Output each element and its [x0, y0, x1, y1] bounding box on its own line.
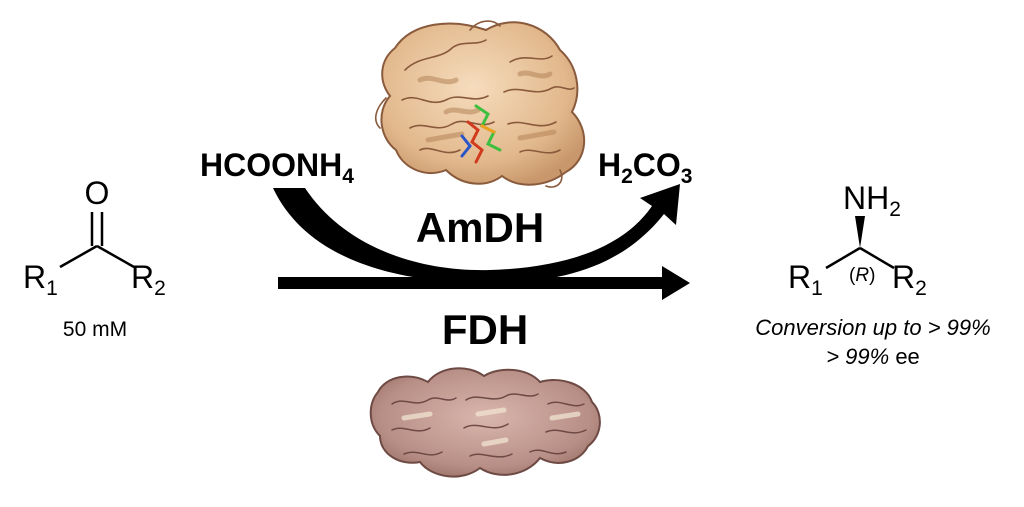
ligand-cofactor: [460, 104, 502, 164]
bond-r1: [59, 244, 98, 269]
main-reaction-arrow: [278, 266, 690, 300]
enzyme-label-fdh: FDH: [442, 306, 528, 353]
bond-r2: [96, 244, 135, 269]
ketone-substrate: O R1 R2 50 mM: [23, 175, 166, 341]
bond-r2-product: [859, 246, 895, 270]
stereo-wedge-bond: [855, 216, 865, 248]
coproduct-label: H2CO3: [598, 147, 692, 188]
ketone-r2-label: R2: [131, 259, 166, 300]
stereo-descriptor: (R): [849, 265, 875, 286]
ee-result: > 99% ee: [826, 344, 920, 369]
fdh-body: [369, 367, 601, 478]
curved-cofactor-arrow: [273, 184, 680, 283]
cosubstrate-label: HCOONH4: [200, 147, 354, 188]
amdh-body: [380, 21, 586, 186]
enzyme-label-amdh: AmDH: [416, 204, 544, 251]
amine-nh2-label: NH2: [843, 180, 901, 221]
ketone-oxygen: O: [85, 175, 110, 211]
bond-r1-product: [825, 246, 861, 270]
conversion-result: Conversion up to > 99%: [755, 315, 990, 340]
ketone-r1-label: R1: [23, 259, 58, 300]
amine-r2-label: R2: [892, 259, 927, 300]
amdh-structure-image: [374, 20, 586, 188]
substrate-concentration: 50 mM: [63, 318, 127, 341]
fdh-structure-image: [369, 367, 601, 478]
amine-product: NH2 R1 R2 (R): [788, 180, 927, 300]
amine-r1-label: R1: [788, 259, 823, 300]
